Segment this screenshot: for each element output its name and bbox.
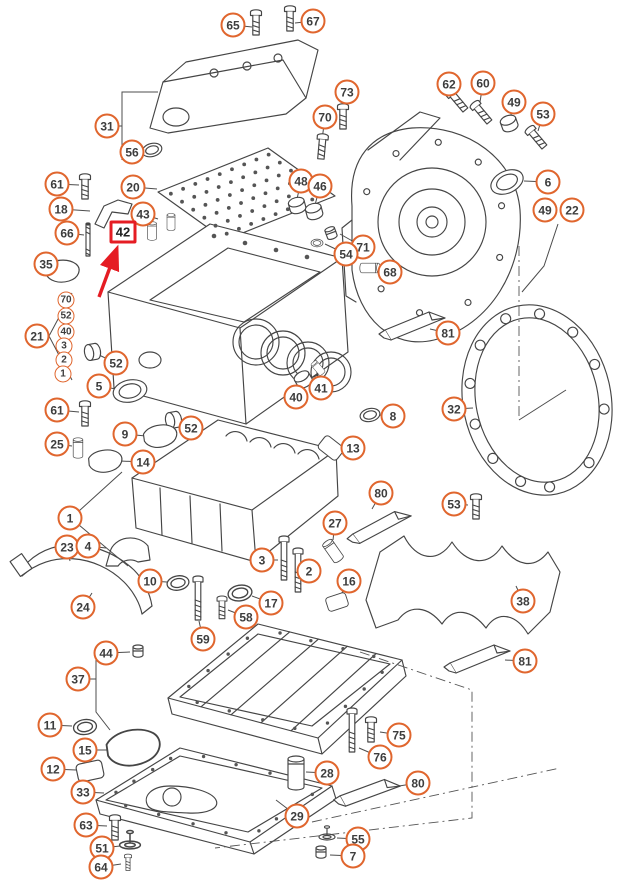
- callout-67[interactable]: 67: [300, 8, 326, 34]
- callout-63[interactable]: 63: [73, 812, 99, 838]
- callout-10[interactable]: 10: [137, 568, 163, 594]
- windage-tray: [365, 535, 561, 635]
- callout-35[interactable]: 35: [33, 251, 59, 277]
- callout-70[interactable]: 70: [57, 291, 75, 309]
- callout-52[interactable]: 52: [178, 415, 204, 441]
- callout-18[interactable]: 18: [48, 196, 74, 222]
- callout-76[interactable]: 76: [367, 744, 393, 770]
- callout-44[interactable]: 44: [93, 640, 119, 666]
- callout-21[interactable]: 21: [24, 323, 50, 349]
- callout-20[interactable]: 20: [120, 174, 146, 200]
- callout-38[interactable]: 38: [510, 588, 536, 614]
- engine-block: [107, 223, 352, 425]
- camshaft-housing: [149, 39, 319, 134]
- bedplate: [131, 419, 339, 563]
- callout-13[interactable]: 13: [340, 435, 366, 461]
- callout-81[interactable]: 81: [435, 320, 461, 346]
- callout-37[interactable]: 37: [65, 666, 91, 692]
- callout-22[interactable]: 22: [559, 197, 585, 223]
- callout-2[interactable]: 2: [296, 558, 322, 584]
- callout-66[interactable]: 66: [54, 220, 80, 246]
- callout-15[interactable]: 15: [72, 737, 98, 763]
- callout-61[interactable]: 61: [44, 397, 70, 423]
- callout-60[interactable]: 60: [470, 70, 496, 96]
- callout-81[interactable]: 81: [512, 648, 538, 674]
- callout-73[interactable]: 73: [334, 79, 360, 105]
- callout-56[interactable]: 56: [119, 139, 145, 165]
- callout-52[interactable]: 52: [57, 307, 75, 325]
- callout-9[interactable]: 9: [112, 421, 138, 447]
- callout-16[interactable]: 16: [336, 568, 362, 594]
- callout-33[interactable]: 33: [70, 779, 96, 805]
- timing-cover: [341, 111, 521, 343]
- callout-11[interactable]: 11: [37, 712, 63, 738]
- callout-65[interactable]: 65: [220, 12, 246, 38]
- callout-24[interactable]: 24: [70, 594, 96, 620]
- callout-58[interactable]: 58: [233, 604, 259, 630]
- callout-29[interactable]: 29: [284, 803, 310, 829]
- highlight-arrow: [97, 244, 120, 298]
- callout-59[interactable]: 59: [190, 626, 216, 652]
- highlighted-callout-42[interactable]: 42: [109, 220, 137, 244]
- callout-6[interactable]: 6: [535, 169, 561, 195]
- lifting-bracket: [94, 199, 133, 229]
- callout-27[interactable]: 27: [322, 510, 348, 536]
- callout-5[interactable]: 5: [86, 373, 112, 399]
- callout-80[interactable]: 80: [405, 770, 431, 796]
- callout-52[interactable]: 52: [103, 350, 129, 376]
- callout-62[interactable]: 62: [436, 71, 462, 97]
- callout-49[interactable]: 49: [501, 89, 527, 115]
- callout-68[interactable]: 68: [377, 259, 403, 285]
- callout-14[interactable]: 14: [130, 449, 156, 475]
- callout-1[interactable]: 1: [57, 505, 83, 531]
- callout-3[interactable]: 3: [249, 547, 275, 573]
- callout-49[interactable]: 49: [532, 197, 558, 223]
- callout-70[interactable]: 70: [312, 104, 338, 130]
- lower-oil-pan: [95, 747, 337, 855]
- callout-7[interactable]: 7: [340, 843, 366, 869]
- callout-41[interactable]: 41: [308, 375, 334, 401]
- callout-54[interactable]: 54: [333, 241, 359, 267]
- callout-53[interactable]: 53: [530, 101, 556, 127]
- callout-17[interactable]: 17: [258, 590, 284, 616]
- callout-64[interactable]: 64: [88, 854, 114, 880]
- callout-53[interactable]: 53: [441, 491, 467, 517]
- callout-28[interactable]: 28: [314, 760, 340, 786]
- callout-31[interactable]: 31: [94, 113, 120, 139]
- callout-12[interactable]: 12: [40, 756, 66, 782]
- callout-32[interactable]: 32: [441, 396, 467, 422]
- callout-75[interactable]: 75: [386, 722, 412, 748]
- callout-2[interactable]: 2: [55, 351, 73, 369]
- callout-25[interactable]: 25: [44, 431, 70, 457]
- callout-8[interactable]: 8: [380, 403, 406, 429]
- callout-4[interactable]: 4: [75, 533, 101, 559]
- callout-80[interactable]: 80: [368, 480, 394, 506]
- callout-46[interactable]: 46: [307, 173, 333, 199]
- callout-1[interactable]: 1: [54, 365, 72, 383]
- reference-lines: [214, 246, 561, 849]
- callout-40[interactable]: 40: [283, 384, 309, 410]
- callout-61[interactable]: 61: [44, 171, 70, 197]
